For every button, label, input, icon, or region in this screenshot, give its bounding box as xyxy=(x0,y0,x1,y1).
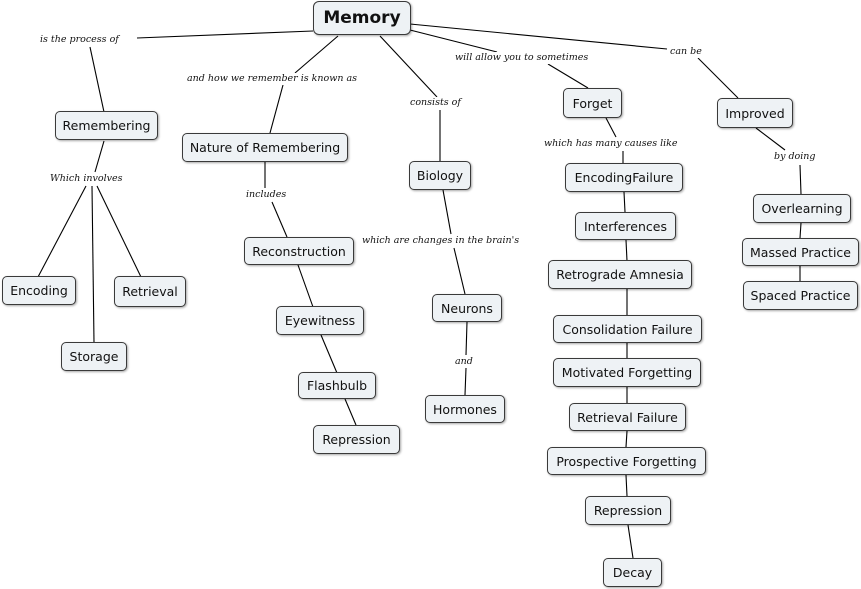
link-line xyxy=(625,430,628,448)
link-line xyxy=(799,164,802,195)
link-line xyxy=(623,191,626,213)
node-motivated-forgetting[interactable]: Motivated Forgetting xyxy=(553,358,701,387)
node-interferences[interactable]: Interferences xyxy=(575,212,676,240)
link-line xyxy=(96,185,142,278)
link-line xyxy=(136,30,314,39)
node-consolidation-failure[interactable]: Consolidation Failure xyxy=(553,315,702,343)
link-line xyxy=(625,239,628,262)
node-hormones[interactable]: Hormones xyxy=(425,395,505,423)
link-line xyxy=(625,474,628,497)
node-reconstruction[interactable]: Reconstruction xyxy=(244,237,354,265)
link-line xyxy=(89,46,105,113)
node-flashbulb[interactable]: Flashbulb xyxy=(298,372,376,399)
link-line xyxy=(91,185,95,344)
node-biology[interactable]: Biology xyxy=(409,161,471,190)
node-decay[interactable]: Decay xyxy=(603,558,662,587)
link-line xyxy=(453,247,466,295)
link-line xyxy=(409,29,498,53)
link-line xyxy=(271,201,288,238)
node-nature-of-remembering[interactable]: Nature of Remembering xyxy=(182,133,348,162)
link-label-consists-of: consists of xyxy=(408,97,463,109)
link-line xyxy=(409,23,668,50)
link-line xyxy=(465,321,468,356)
link-line xyxy=(320,334,338,374)
link-line xyxy=(464,367,467,396)
link-label-is-the-process-of: is the process of xyxy=(38,34,121,46)
node-prospective-forgetting[interactable]: Prospective Forgetting xyxy=(547,447,706,475)
node-eyewitness[interactable]: Eyewitness xyxy=(276,306,364,335)
link-line xyxy=(294,35,339,74)
node-retrieval-failure[interactable]: Retrieval Failure xyxy=(569,403,686,431)
link-line xyxy=(605,117,617,138)
node-improved[interactable]: Improved xyxy=(717,98,793,128)
link-label-changes-in-brain: which are changes in the brain's xyxy=(360,235,522,247)
node-massed-practice[interactable]: Massed Practice xyxy=(742,238,859,266)
node-storage[interactable]: Storage xyxy=(61,342,127,371)
link-label-how-we-remember: and how we remember is known as xyxy=(185,73,360,85)
node-neurons[interactable]: Neurons xyxy=(432,294,502,322)
link-line xyxy=(37,185,87,278)
link-label-which-involves: Which involves xyxy=(48,173,125,185)
node-memory[interactable]: Memory xyxy=(313,1,411,35)
link-line xyxy=(344,398,357,426)
link-line xyxy=(269,84,284,134)
node-repression-right[interactable]: Repression xyxy=(585,496,671,525)
node-encoding-failure[interactable]: EncodingFailure xyxy=(565,163,683,192)
link-line xyxy=(94,140,105,173)
link-line xyxy=(297,264,314,308)
link-label-and: and xyxy=(453,356,475,368)
link-line xyxy=(627,524,634,559)
node-retrieval[interactable]: Retrieval xyxy=(114,276,186,307)
link-line xyxy=(547,63,589,89)
link-label-includes: includes xyxy=(244,189,289,201)
link-line xyxy=(755,127,786,151)
link-line xyxy=(799,222,802,239)
node-repression-left[interactable]: Repression xyxy=(313,425,400,454)
node-remembering[interactable]: Remembering xyxy=(55,111,158,140)
node-overlearning[interactable]: Overlearning xyxy=(753,194,851,223)
link-line xyxy=(697,57,739,99)
node-encoding[interactable]: Encoding xyxy=(2,276,76,305)
link-label-can-be: can be xyxy=(668,46,704,58)
node-retrograde-amnesia[interactable]: Retrograde Amnesia xyxy=(548,260,692,289)
node-forget[interactable]: Forget xyxy=(563,88,622,118)
link-line xyxy=(442,189,452,235)
link-label-by-doing: by doing xyxy=(772,151,818,163)
node-spaced-practice[interactable]: Spaced Practice xyxy=(743,281,858,310)
link-label-many-causes: which has many causes like xyxy=(542,138,680,150)
link-label-will-allow: will allow you to sometimes xyxy=(453,52,591,64)
link-line xyxy=(379,35,438,98)
